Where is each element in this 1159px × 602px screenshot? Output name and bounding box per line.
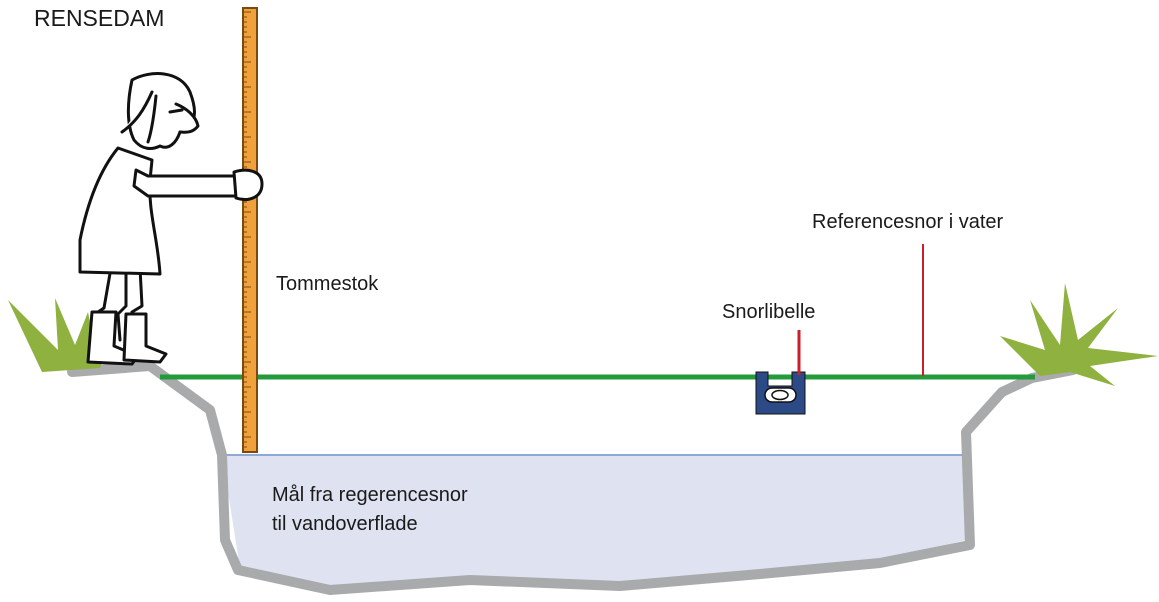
pond-edge <box>67 361 1078 595</box>
measurement-label-line-2: til vandoverflade <box>272 513 418 535</box>
line-level <box>755 371 806 415</box>
grass-right <box>1000 283 1158 386</box>
reference-string-label: Referencesnor i vater <box>812 211 1004 233</box>
pond-water <box>222 455 966 588</box>
person-figure <box>78 72 264 366</box>
measurement-label: Mål fra regerencesnor til vandoverflade <box>272 481 468 539</box>
measurement-label-line-1: Mål fra regerencesnor <box>272 484 468 506</box>
diagram-title: RENSEDAM <box>34 5 165 31</box>
ruler-label: Tommestok <box>276 273 379 295</box>
folding-ruler <box>242 7 258 453</box>
line-level-label: Snorlibelle <box>722 301 816 323</box>
